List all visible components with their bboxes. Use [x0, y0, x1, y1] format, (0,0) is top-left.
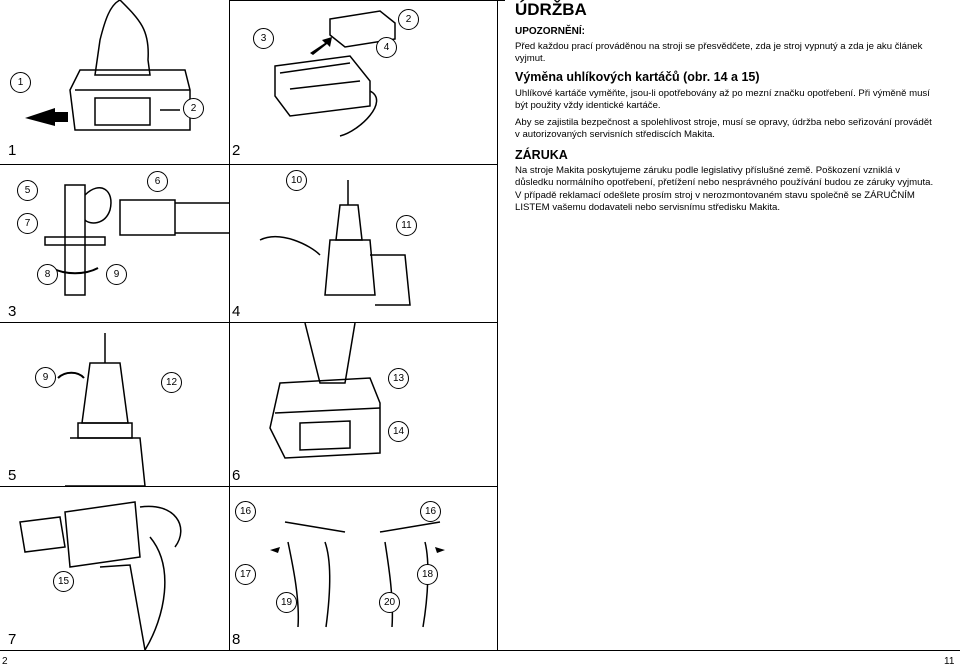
figure-1: 1 2 1 — [0, 0, 229, 164]
callout-11: 11 — [396, 215, 417, 236]
divider — [497, 0, 498, 650]
figure-number: 3 — [8, 303, 17, 320]
callout-9: 9 — [35, 367, 56, 388]
figure-number: 4 — [232, 303, 241, 320]
charger-illustration — [274, 10, 396, 137]
figure-2: 3 4 2 2 — [230, 1, 497, 164]
callout-18: 18 — [417, 564, 438, 585]
figure-6: 13 14 6 — [230, 323, 497, 486]
callout-6: 6 — [147, 171, 168, 192]
callout-10: 10 — [286, 170, 307, 191]
figure-number: 1 — [8, 142, 17, 159]
chuck-illustration — [57, 333, 146, 486]
section-title: ÚDRŽBA — [515, 0, 587, 19]
divider — [0, 650, 960, 651]
figure-3: 5 6 7 8 9 3 — [0, 165, 229, 322]
brushes-heading: Výměna uhlíkových kartáčů (obr. 14 a 15) — [515, 70, 760, 84]
callout-16: 16 — [420, 501, 441, 522]
figure-number: 6 — [232, 467, 241, 484]
callout-3: 3 — [253, 28, 274, 49]
caution-body: Před každou prací prováděnou na stroji s… — [515, 41, 923, 65]
figure-number: 7 — [8, 631, 17, 648]
warranty-body: Na stroje Makita poskytujeme záruku podl… — [515, 165, 934, 214]
side-handle-illustration — [44, 184, 229, 296]
brushes-paragraph-1: Uhlíkové kartáče vyměňte, jsou-li opotře… — [515, 88, 930, 112]
page-number-left: 2 — [2, 656, 8, 667]
callout-15: 15 — [53, 571, 74, 592]
caution-heading: UPOZORNĚNÍ: — [515, 26, 585, 37]
figure-8: 16 16 17 18 19 20 8 — [230, 487, 497, 650]
callout-2: 2 — [183, 98, 204, 119]
figure-7: 15 7 — [0, 487, 229, 650]
callout-4: 4 — [376, 37, 397, 58]
warranty-heading: ZÁRUKA — [515, 148, 568, 162]
callout-19: 19 — [276, 592, 297, 613]
battery-removal-illustration — [25, 0, 191, 131]
callout-2: 2 — [398, 9, 419, 30]
page-number-right: 11 — [944, 656, 955, 667]
callout-7: 7 — [17, 213, 38, 234]
figure-4: 10 11 4 — [230, 165, 497, 322]
divider — [229, 0, 230, 650]
figure-number: 2 — [232, 142, 241, 159]
callout-1: 1 — [10, 72, 31, 93]
divider — [0, 486, 497, 487]
battery-insertion-illustration — [269, 323, 381, 459]
divider — [0, 164, 497, 165]
callout-8: 8 — [37, 264, 58, 285]
callout-5: 5 — [17, 180, 38, 201]
switch-illustration — [270, 521, 445, 628]
depth-gauge-illustration — [259, 180, 411, 306]
figure-number: 8 — [232, 631, 241, 648]
divider — [0, 0, 505, 1]
callout-17: 17 — [235, 564, 256, 585]
callout-9: 9 — [106, 264, 127, 285]
brushes-paragraph-2: Aby se zajistila bezpečnost a spolehlivo… — [515, 117, 932, 141]
figure-5: 9 12 5 — [0, 323, 229, 486]
callout-13: 13 — [388, 368, 409, 389]
callout-12: 12 — [161, 372, 182, 393]
divider — [0, 322, 497, 323]
callout-20: 20 — [379, 592, 400, 613]
figure-number: 5 — [8, 467, 17, 484]
drill-illustration — [19, 501, 182, 650]
callout-16: 16 — [235, 501, 256, 522]
callout-14: 14 — [388, 421, 409, 442]
